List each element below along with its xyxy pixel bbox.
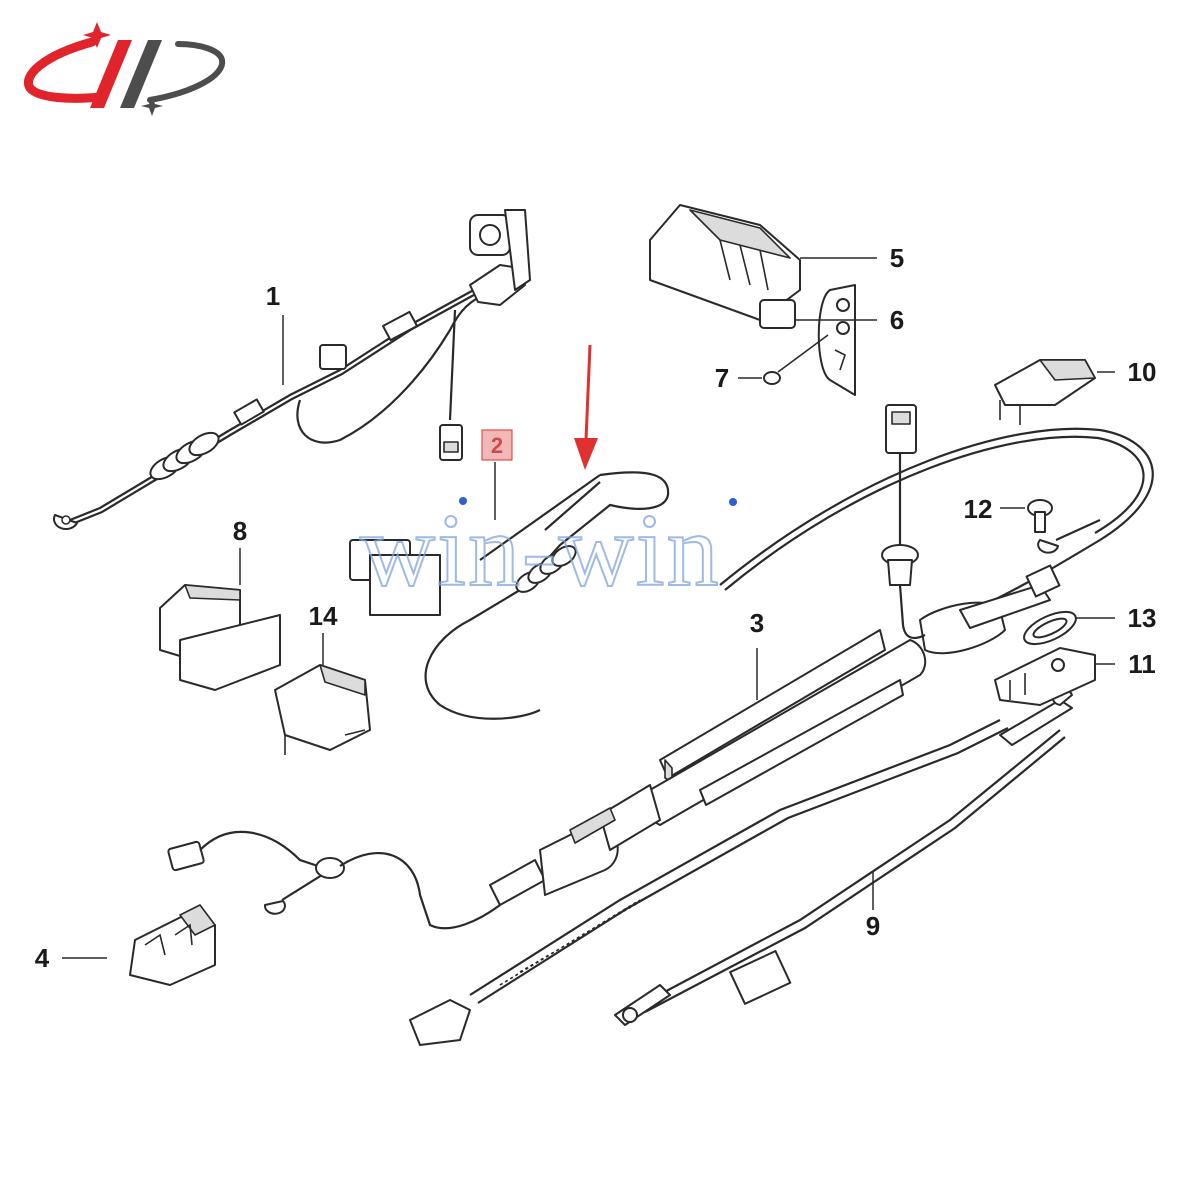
callout-1: 1 bbox=[266, 281, 280, 311]
part-3-rail bbox=[645, 629, 927, 826]
callout-13: 13 bbox=[1128, 603, 1157, 633]
brand-logo bbox=[24, 22, 226, 116]
callout-11: 11 bbox=[1128, 649, 1156, 679]
part-4-clip bbox=[62, 904, 216, 986]
callout-2-highlight bbox=[481, 429, 513, 461]
callout-3: 3 bbox=[750, 608, 764, 638]
part-13-seal bbox=[1023, 610, 1115, 646]
callout-10: 10 bbox=[1128, 357, 1157, 387]
part-5-module bbox=[649, 204, 877, 329]
marker-dot-left bbox=[459, 497, 467, 505]
lower-harness bbox=[167, 784, 661, 930]
callout-8: 8 bbox=[233, 516, 247, 546]
watermark-text: win-win bbox=[360, 493, 721, 608]
red-pointer-arrow bbox=[574, 344, 598, 470]
main-long-cable bbox=[719, 404, 1154, 655]
callout-7: 7 bbox=[715, 363, 729, 393]
callout-5: 5 bbox=[890, 243, 904, 273]
callout-6: 6 bbox=[890, 305, 904, 335]
part-1-battery-cable bbox=[53, 209, 531, 530]
callout-12: 12 bbox=[964, 494, 993, 524]
part-9-ground-straps bbox=[409, 688, 1073, 1046]
part-8-connector bbox=[159, 548, 281, 691]
callout-14: 14 bbox=[309, 601, 338, 631]
part-14-housing bbox=[274, 633, 371, 755]
marker-dot-right bbox=[729, 498, 737, 506]
part-7-screw bbox=[738, 334, 829, 385]
callout-4: 4 bbox=[35, 943, 50, 973]
part-2-cable-assembly bbox=[349, 462, 670, 720]
part-11-clamp bbox=[994, 647, 1115, 706]
part-10-cap bbox=[994, 359, 1115, 425]
callout-9: 9 bbox=[866, 911, 880, 941]
part-6-bracket bbox=[795, 284, 877, 396]
callout-2: 2 bbox=[491, 433, 503, 458]
part-12-bolt bbox=[1000, 499, 1053, 533]
